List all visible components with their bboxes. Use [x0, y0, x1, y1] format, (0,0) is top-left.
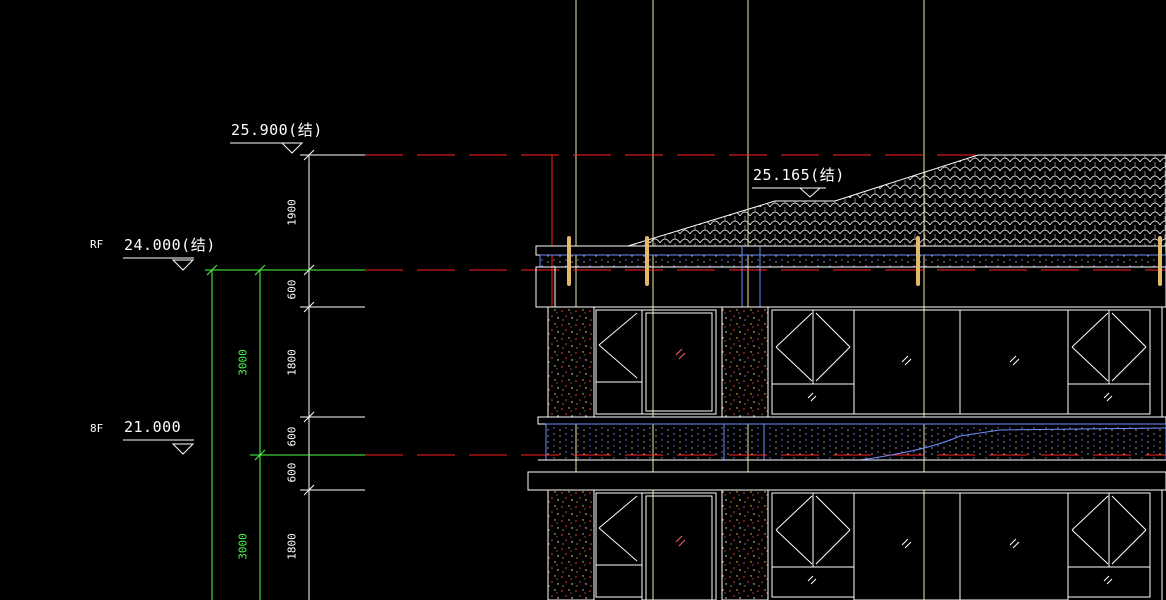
eighth-floor-slab [527, 416, 1166, 491]
storey-dimension-chain [205, 264, 365, 600]
dim-storey-lower: 3000 [236, 533, 250, 560]
dim-window-upper: 1800 [285, 349, 299, 376]
dim-window-lower: 1800 [285, 533, 299, 560]
dimension-chain [300, 149, 365, 600]
dim-beam-8f: 600 [285, 462, 299, 483]
dim-parapet: 1900 [285, 199, 299, 226]
dim-storey-upper: 3000 [236, 349, 250, 376]
column [547, 306, 595, 418]
elevation-8f-label: 21.000 [124, 418, 182, 436]
dim-sill-upper: 600 [285, 426, 299, 447]
floor-label-rf: RF [90, 238, 104, 251]
column [721, 306, 769, 418]
dim-rf-slab: 600 [285, 279, 299, 300]
roof-tiles [627, 154, 1166, 247]
elevation-rf-label: 24.000(结) [124, 236, 216, 254]
elevation-top-label: 25.900(结) [231, 121, 323, 139]
upper-storey [547, 306, 1163, 418]
level-markers [123, 142, 826, 455]
column [721, 489, 769, 600]
elevation-roof-peak-label: 25.165(结) [753, 166, 845, 184]
roof-slab [535, 245, 1166, 308]
floor-label-8f: 8F [90, 422, 104, 435]
lower-storey [547, 489, 1163, 600]
parapet-posts [567, 236, 1162, 286]
column [547, 489, 595, 600]
